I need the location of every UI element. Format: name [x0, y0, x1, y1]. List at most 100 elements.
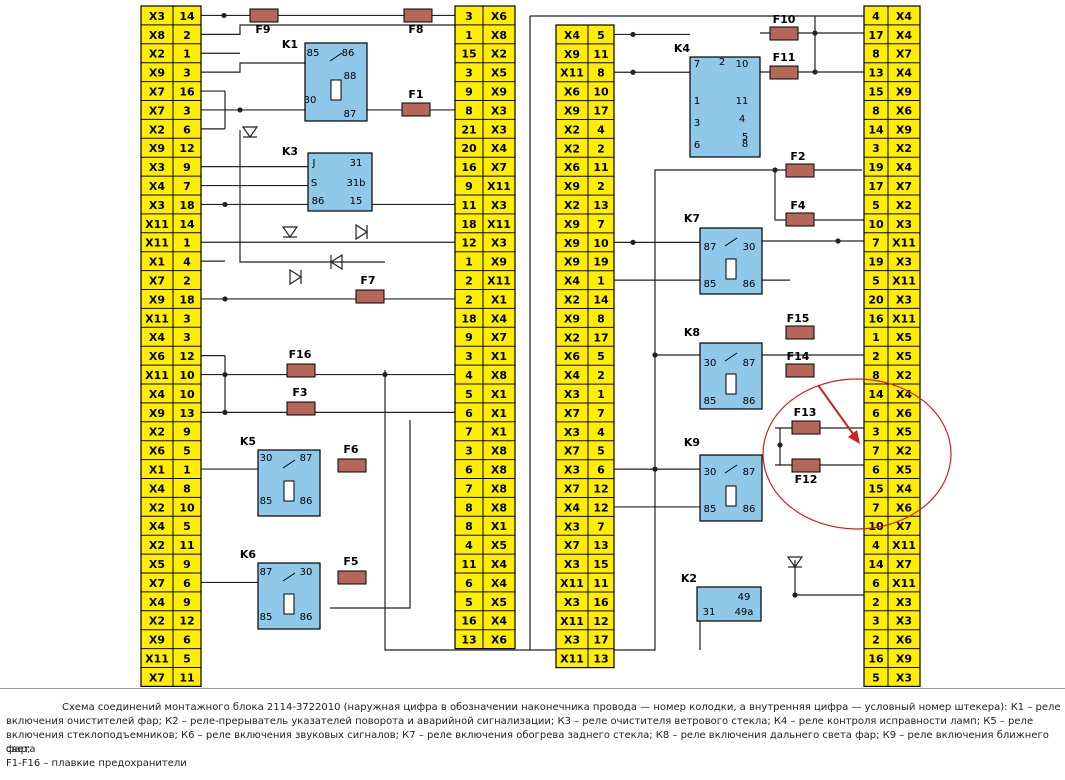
relay-contact: [329, 52, 343, 62]
table-cell: X8: [491, 445, 507, 458]
table-cell: X2: [491, 48, 507, 61]
relay-pin: 86: [743, 279, 756, 290]
table-cell: X4: [149, 596, 165, 609]
diode: [355, 223, 369, 241]
table-cell: 19: [593, 256, 608, 269]
table-cell: 10: [179, 388, 195, 401]
table-cell: X3: [564, 520, 580, 533]
relay-pin: 85: [260, 496, 273, 507]
table-cell: 3: [183, 104, 191, 117]
table-cell: 4: [597, 426, 605, 439]
table-cell: 5: [465, 388, 473, 401]
table-cell: 7: [872, 445, 880, 458]
fuse-f15: F15: [785, 312, 815, 340]
table-cell: X7: [564, 483, 580, 496]
table-cell: 6: [872, 407, 880, 420]
table-cell: X7: [491, 331, 507, 344]
table-cell: X2: [564, 123, 580, 136]
diode-triangle: [786, 556, 804, 569]
table-cell: 6: [465, 464, 473, 477]
relay-pin: 86: [312, 196, 325, 207]
table-cell: 8: [872, 369, 880, 382]
table-cell: X4: [149, 388, 165, 401]
table-cell: X11: [145, 218, 169, 231]
table-cell: 21: [461, 123, 476, 136]
relay-contact: [282, 459, 296, 469]
relay-pin: 87: [344, 109, 357, 120]
table-cell: 14: [179, 218, 195, 231]
table-cell: 13: [593, 539, 608, 552]
table-cell: 16: [179, 86, 195, 99]
table-cell: X9: [149, 634, 165, 647]
table-cell: 5: [183, 520, 191, 533]
relay-pin: 3: [694, 118, 700, 129]
fuse-body: [403, 8, 433, 23]
relay-pin: 86: [300, 612, 313, 623]
fuse-body: [286, 363, 316, 378]
diode: [241, 126, 259, 139]
table-cell: X5: [896, 464, 912, 477]
table-cell: X2: [564, 199, 580, 212]
table-cell: 9: [183, 596, 191, 609]
fuse-label: F11: [773, 51, 796, 64]
table-cell: 13: [593, 653, 608, 666]
relay-pin: 30: [743, 242, 756, 253]
table-cell: 6: [597, 464, 605, 477]
relay-pin: 30: [300, 567, 313, 578]
diode: [289, 268, 303, 286]
fuse-f14: F14: [785, 350, 815, 378]
table-cell: X11: [145, 237, 169, 250]
table-cell: 4: [597, 123, 605, 136]
fuse-label: F4: [790, 199, 806, 212]
table-cell: X5: [491, 539, 507, 552]
fuse-f4: F4: [785, 199, 815, 227]
table-cell: 1: [597, 275, 605, 288]
junction-dot: [652, 352, 658, 358]
table-cell: X3: [896, 256, 912, 269]
table-cell: 3: [872, 426, 880, 439]
table-cell: 11: [593, 577, 608, 590]
table-cell: X9: [896, 123, 912, 136]
table-cell: 14: [868, 388, 884, 401]
relay-pin: 87: [743, 358, 756, 369]
table-cell: X2: [896, 369, 912, 382]
table-cell: 12: [593, 501, 608, 514]
table-cell: X6: [896, 104, 912, 117]
table-cell: 9: [183, 426, 191, 439]
table-cell: X2: [564, 142, 580, 155]
table-cell: X11: [892, 312, 916, 325]
table-cell: 6: [183, 123, 191, 136]
table-cell: X9: [491, 86, 507, 99]
relay-pin: 87: [704, 242, 717, 253]
table-cell: X3: [896, 671, 912, 684]
table-cell: 2: [872, 596, 880, 609]
fuse-body: [401, 102, 431, 117]
relay-pin: 5: [742, 132, 748, 143]
table-cell: X3: [896, 218, 912, 231]
table-cell: 6: [872, 577, 880, 590]
table-cell: X2: [896, 199, 912, 212]
table-cell: 14: [593, 294, 609, 307]
table-cell: X4: [564, 275, 580, 288]
table-cell: X11: [145, 312, 169, 325]
table-cell: 5: [183, 445, 191, 458]
relay-pin: J: [312, 158, 316, 169]
table-cell: 5: [597, 445, 605, 458]
fuse-label: F1: [408, 88, 423, 101]
relay-pin: 31: [350, 158, 363, 169]
table-cell: X4: [491, 558, 507, 571]
table-cell: X3: [564, 634, 580, 647]
relay-pin: 31b: [346, 178, 365, 189]
table-cell: 14: [868, 123, 884, 136]
table-cell: 1: [872, 331, 880, 344]
relay-pin: 88: [344, 71, 357, 82]
fuse-body: [785, 212, 815, 227]
junction-dot: [237, 107, 243, 113]
table-cell: 7: [597, 218, 605, 231]
